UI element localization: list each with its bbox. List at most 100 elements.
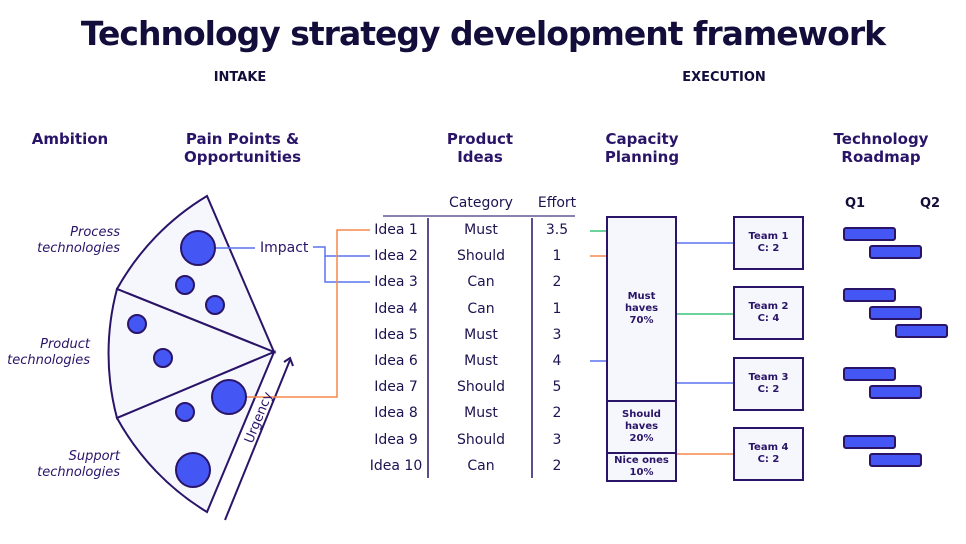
table-cell-idea: Idea 8 [374, 405, 418, 422]
segment-label-line1: Support [68, 449, 120, 464]
table-cell-idea: Idea 1 [374, 222, 418, 238]
table-cell-idea: Idea 4 [374, 300, 418, 317]
impact-bubble [153, 348, 173, 368]
quarter-q1: Q1 [845, 196, 866, 211]
segment-label-line2: technologies [7, 353, 90, 368]
table-cell-idea: Idea 9 [374, 431, 418, 448]
table-cell-effort: 5 [552, 379, 562, 396]
column-pain-points-line2: Opportunities [183, 148, 301, 166]
roadmap-bar [869, 385, 922, 399]
impact-bubble [180, 230, 216, 266]
table-cell-idea: Idea 5 [374, 326, 418, 343]
column-roadmap: Technology Roadmap [826, 130, 936, 166]
segment-label-line1: Product [40, 337, 90, 352]
quarter-q2: Q2 [920, 196, 941, 211]
impact-bubble [127, 314, 147, 334]
header-effort: Effort [537, 195, 577, 211]
table-cell-category: Must [464, 353, 498, 369]
roadmap-bar [843, 288, 896, 302]
team-capacity: C: 2 [757, 384, 780, 395]
column-product-ideas-line2: Ideas [457, 148, 503, 166]
capacity-label: Must [627, 291, 656, 302]
team-capacity: C: 2 [757, 243, 780, 254]
column-ambition: Ambition [31, 130, 109, 148]
table-cell-category: Should [457, 431, 505, 448]
column-pain-points-line1: Pain Points & [185, 130, 300, 148]
capacity-label: haves [624, 303, 659, 314]
header-category: Category [449, 195, 513, 211]
column-capacity-line2: Planning [604, 148, 680, 166]
table-cell-effort: 3 [552, 431, 562, 448]
roadmap-bar [843, 435, 896, 449]
column-product-ideas: Product Ideas [430, 130, 530, 166]
table-cell-category: Can [467, 274, 495, 291]
team-name: Team 3 [748, 372, 789, 383]
impact-bubble [175, 452, 211, 488]
idea-connector [247, 229, 370, 398]
table-cell-effort: 4 [552, 353, 562, 369]
impact-bubble [175, 402, 195, 422]
impact-connector [324, 256, 370, 283]
table-cell-category: Can [467, 457, 495, 474]
roadmap-bar [869, 453, 922, 467]
roadmap-bar [895, 324, 948, 338]
team-name: Team 2 [748, 301, 789, 312]
table-cell-idea: Idea 2 [374, 248, 418, 265]
capacity-label: 10% [629, 467, 654, 478]
urgency-arrow [224, 356, 294, 521]
column-capacity-line1: Capacity [605, 130, 679, 148]
table-cell-idea: Idea 3 [374, 274, 418, 291]
team-name: Team 1 [748, 231, 789, 242]
impact-connector [313, 246, 370, 257]
team-capacity: C: 2 [757, 454, 780, 465]
table-cell-idea: Idea 10 [369, 457, 423, 474]
table-cell-category: Should [457, 248, 505, 265]
column-product-ideas-line1: Product [446, 130, 514, 148]
impact-label: Impact [260, 240, 309, 256]
phase-intake: INTAKE [213, 70, 267, 85]
capacity-label: 70% [629, 315, 654, 326]
impact-bubble [175, 275, 195, 295]
capacity-label: Nice ones [614, 455, 669, 466]
table-cell-idea: Idea 6 [374, 353, 418, 369]
table-cell-category: Should [457, 379, 505, 396]
table-cell-category: Must [464, 405, 498, 422]
fan-segment-process [115, 194, 276, 354]
segment-label-line1: Process [70, 225, 120, 240]
phase-execution: EXECUTION [682, 70, 766, 85]
table-cell-effort: 3 [552, 326, 562, 343]
table-cell-category: Can [467, 300, 495, 317]
table-cell-effort: 3.5 [545, 222, 569, 238]
capacity-label: Should [622, 409, 661, 420]
column-pain-points: Pain Points & Opportunities [170, 130, 315, 166]
team-name: Team 4 [748, 442, 789, 453]
capacity-label: haves [624, 421, 659, 432]
segment-label-support: Support technologies [20, 449, 120, 481]
column-roadmap-line1: Technology [833, 130, 929, 148]
fan-segment-product [107, 287, 277, 420]
roadmap-bar [869, 306, 922, 320]
segment-label-line2: technologies [37, 465, 120, 480]
table-cell-effort: 2 [552, 405, 562, 422]
roadmap-bar [843, 227, 896, 241]
table-cell-effort: 2 [552, 457, 562, 474]
column-roadmap-line2: Roadmap [841, 148, 921, 166]
impact-bubble [211, 379, 247, 415]
impact-bubble [205, 295, 225, 315]
roadmap-bar [869, 245, 922, 259]
page-title: Technology strategy development framewor… [80, 14, 886, 53]
column-capacity: Capacity Planning [592, 130, 692, 166]
table-cell-category: Must [464, 222, 498, 238]
table-cell-category: Must [464, 326, 498, 343]
segment-label-product: Product technologies [0, 337, 90, 369]
table-cell-effort: 1 [552, 248, 562, 265]
capacity-label: 20% [629, 433, 654, 444]
